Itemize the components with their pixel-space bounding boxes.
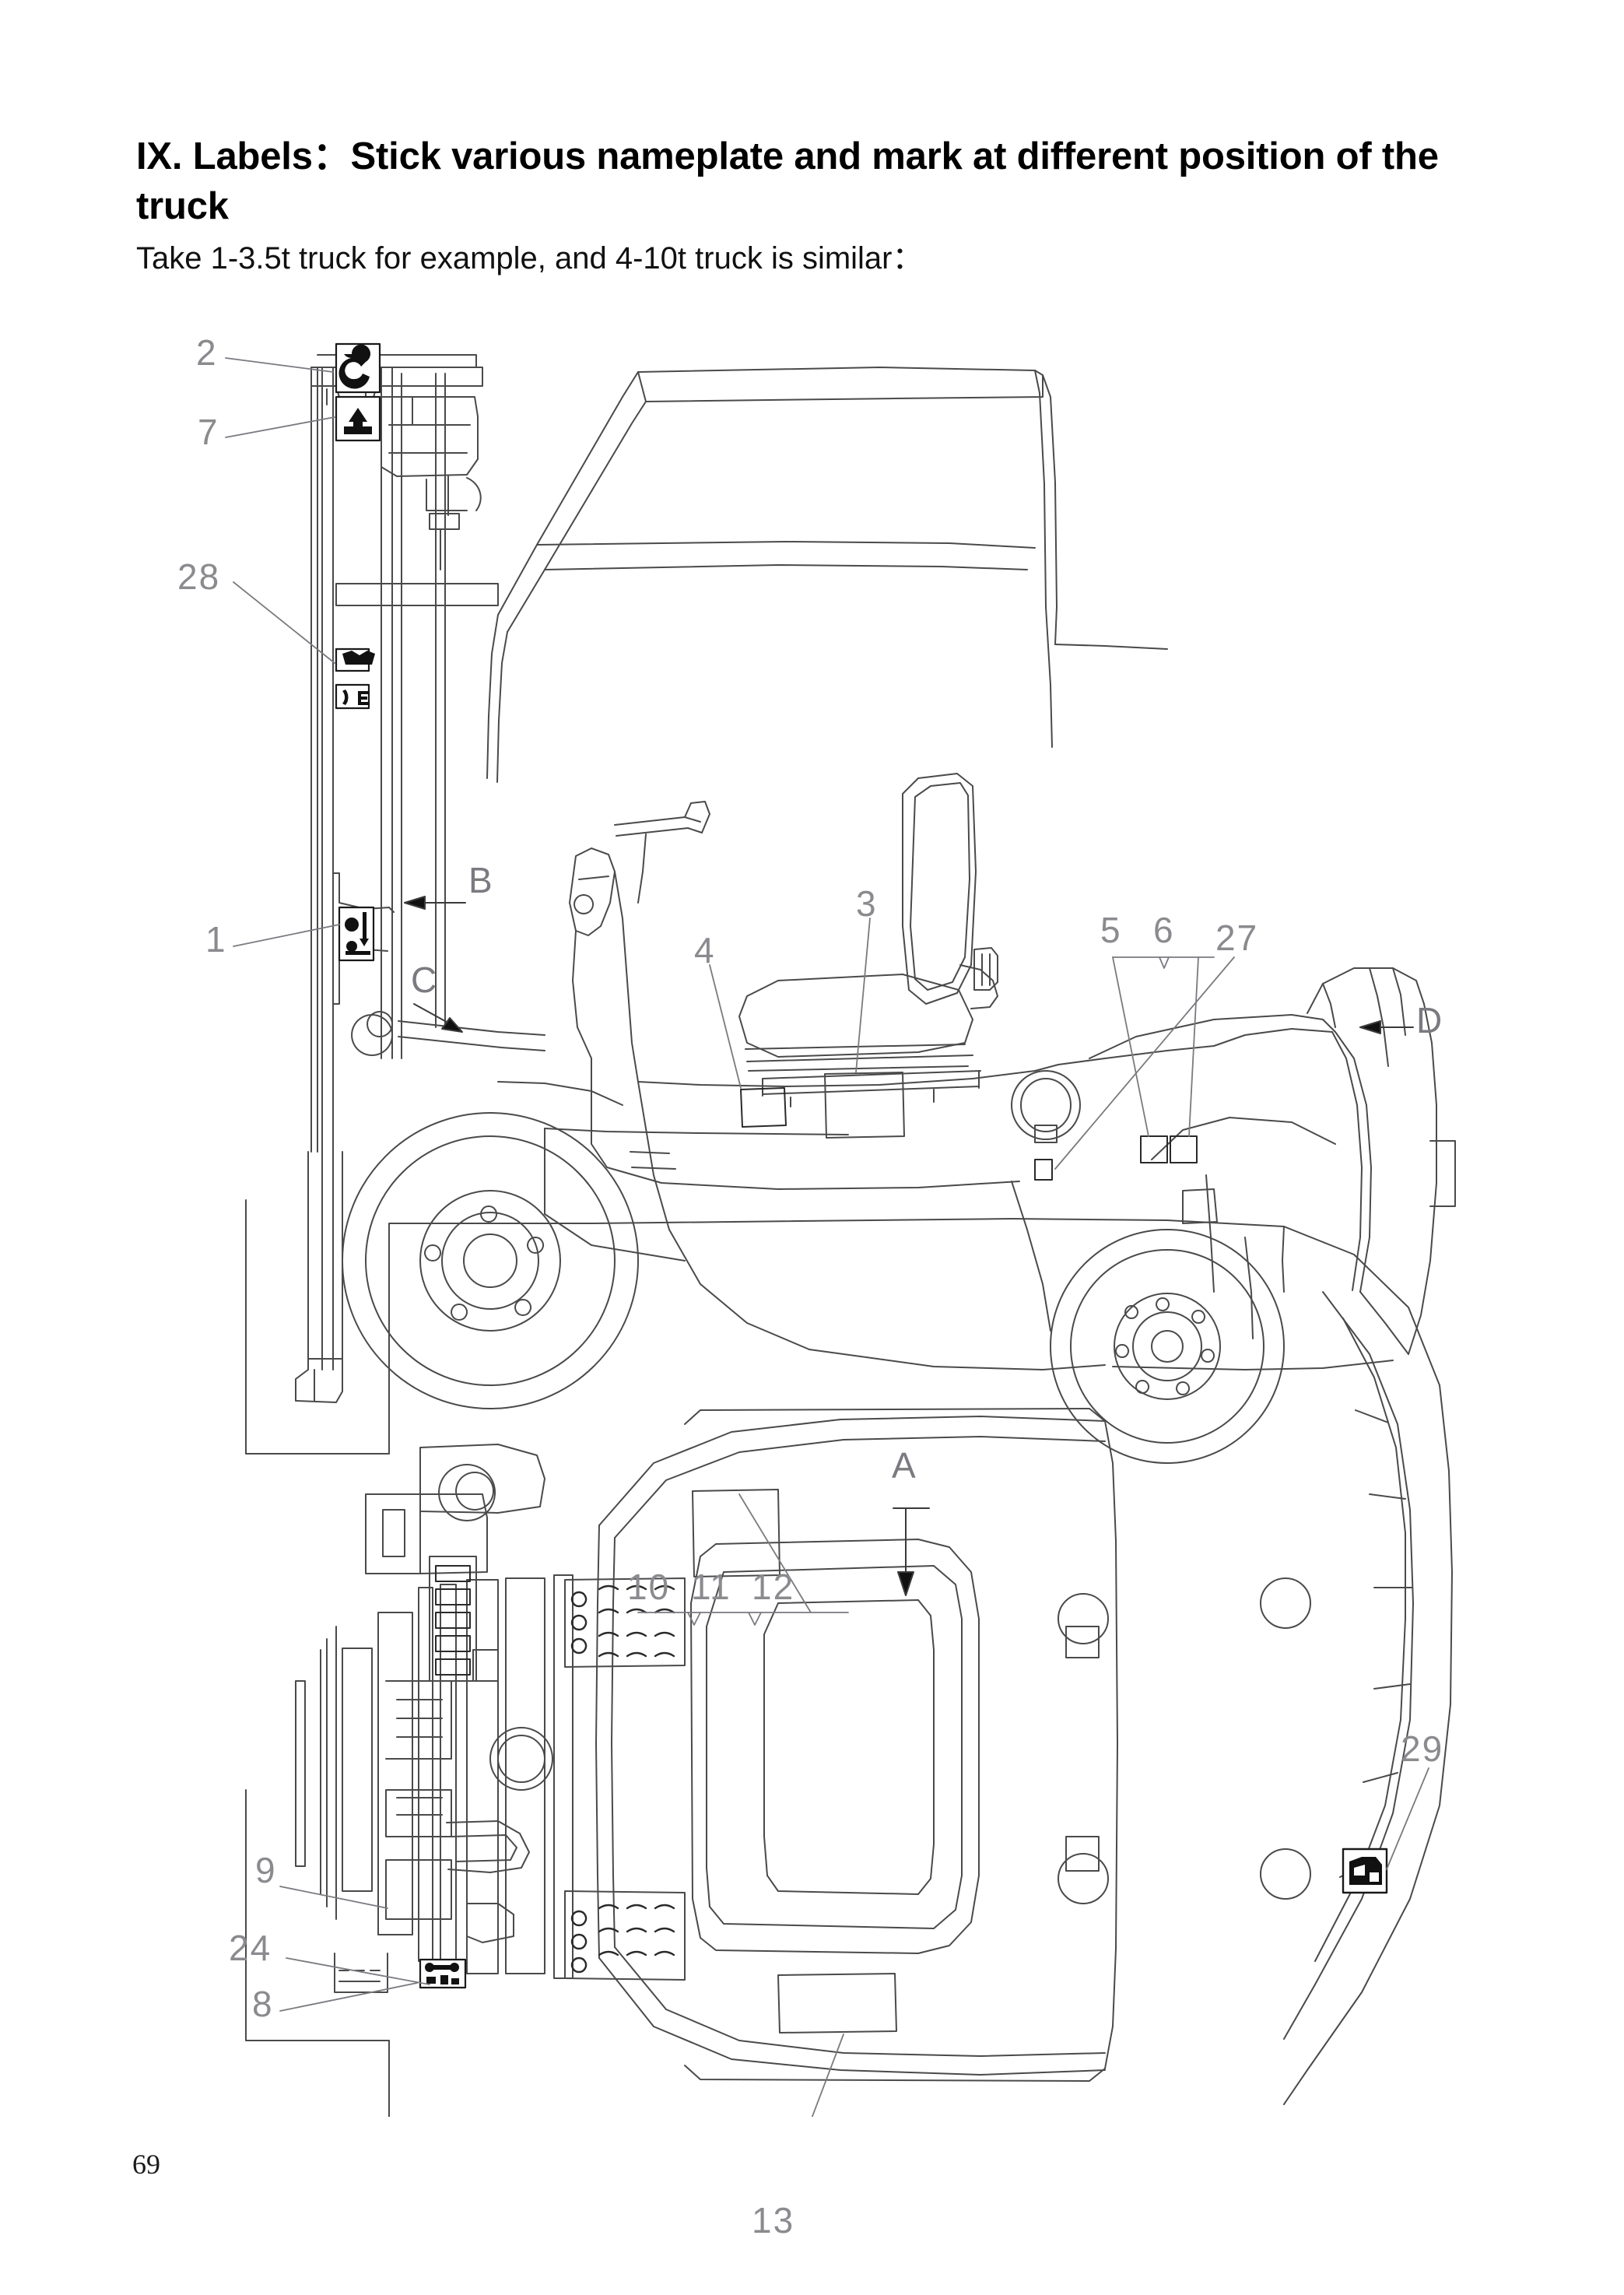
callout-24: 24 xyxy=(229,1928,272,1968)
callout-29: 29 xyxy=(1401,1728,1444,1769)
heading-block: IX. Labels：Stick various nameplate and m… xyxy=(136,132,1506,279)
view-mark-c: C xyxy=(411,960,437,1000)
callout-8: 8 xyxy=(252,1984,274,2024)
callout-7: 7 xyxy=(198,412,219,452)
callout-3: 3 xyxy=(856,883,878,924)
callout-10: 10 xyxy=(627,1567,671,1607)
forklift-label-diagram: 2 7 28 1 3 4 5 6 27 B C D 10 11 12 9 24 … xyxy=(0,280,1624,2238)
callout-5: 5 xyxy=(1100,910,1122,950)
callout-2: 2 xyxy=(196,332,218,373)
callout-1: 1 xyxy=(205,919,227,960)
view-mark-a: A xyxy=(892,1445,916,1486)
page-subtitle: Take 1-3.5t truck for example, and 4-10t… xyxy=(136,241,924,276)
page-number: 69 xyxy=(132,2149,160,2180)
callout-4: 4 xyxy=(694,930,716,970)
callout-28: 28 xyxy=(177,556,221,597)
callout-11: 11 xyxy=(691,1567,731,1607)
callout-13: 13 xyxy=(752,2200,795,2241)
view-mark-d: D xyxy=(1416,1000,1443,1040)
callout-27: 27 xyxy=(1215,918,1259,958)
callout-9: 9 xyxy=(255,1850,277,1890)
diagram-svg xyxy=(225,342,1456,2117)
callout-6: 6 xyxy=(1153,910,1175,950)
side-view-group xyxy=(295,354,1456,1464)
view-mark-b: B xyxy=(468,860,493,900)
callout-12: 12 xyxy=(752,1567,795,1607)
page-title: IX. Labels：Stick various nameplate and m… xyxy=(136,135,1439,227)
top-view-group xyxy=(245,1199,1453,2117)
